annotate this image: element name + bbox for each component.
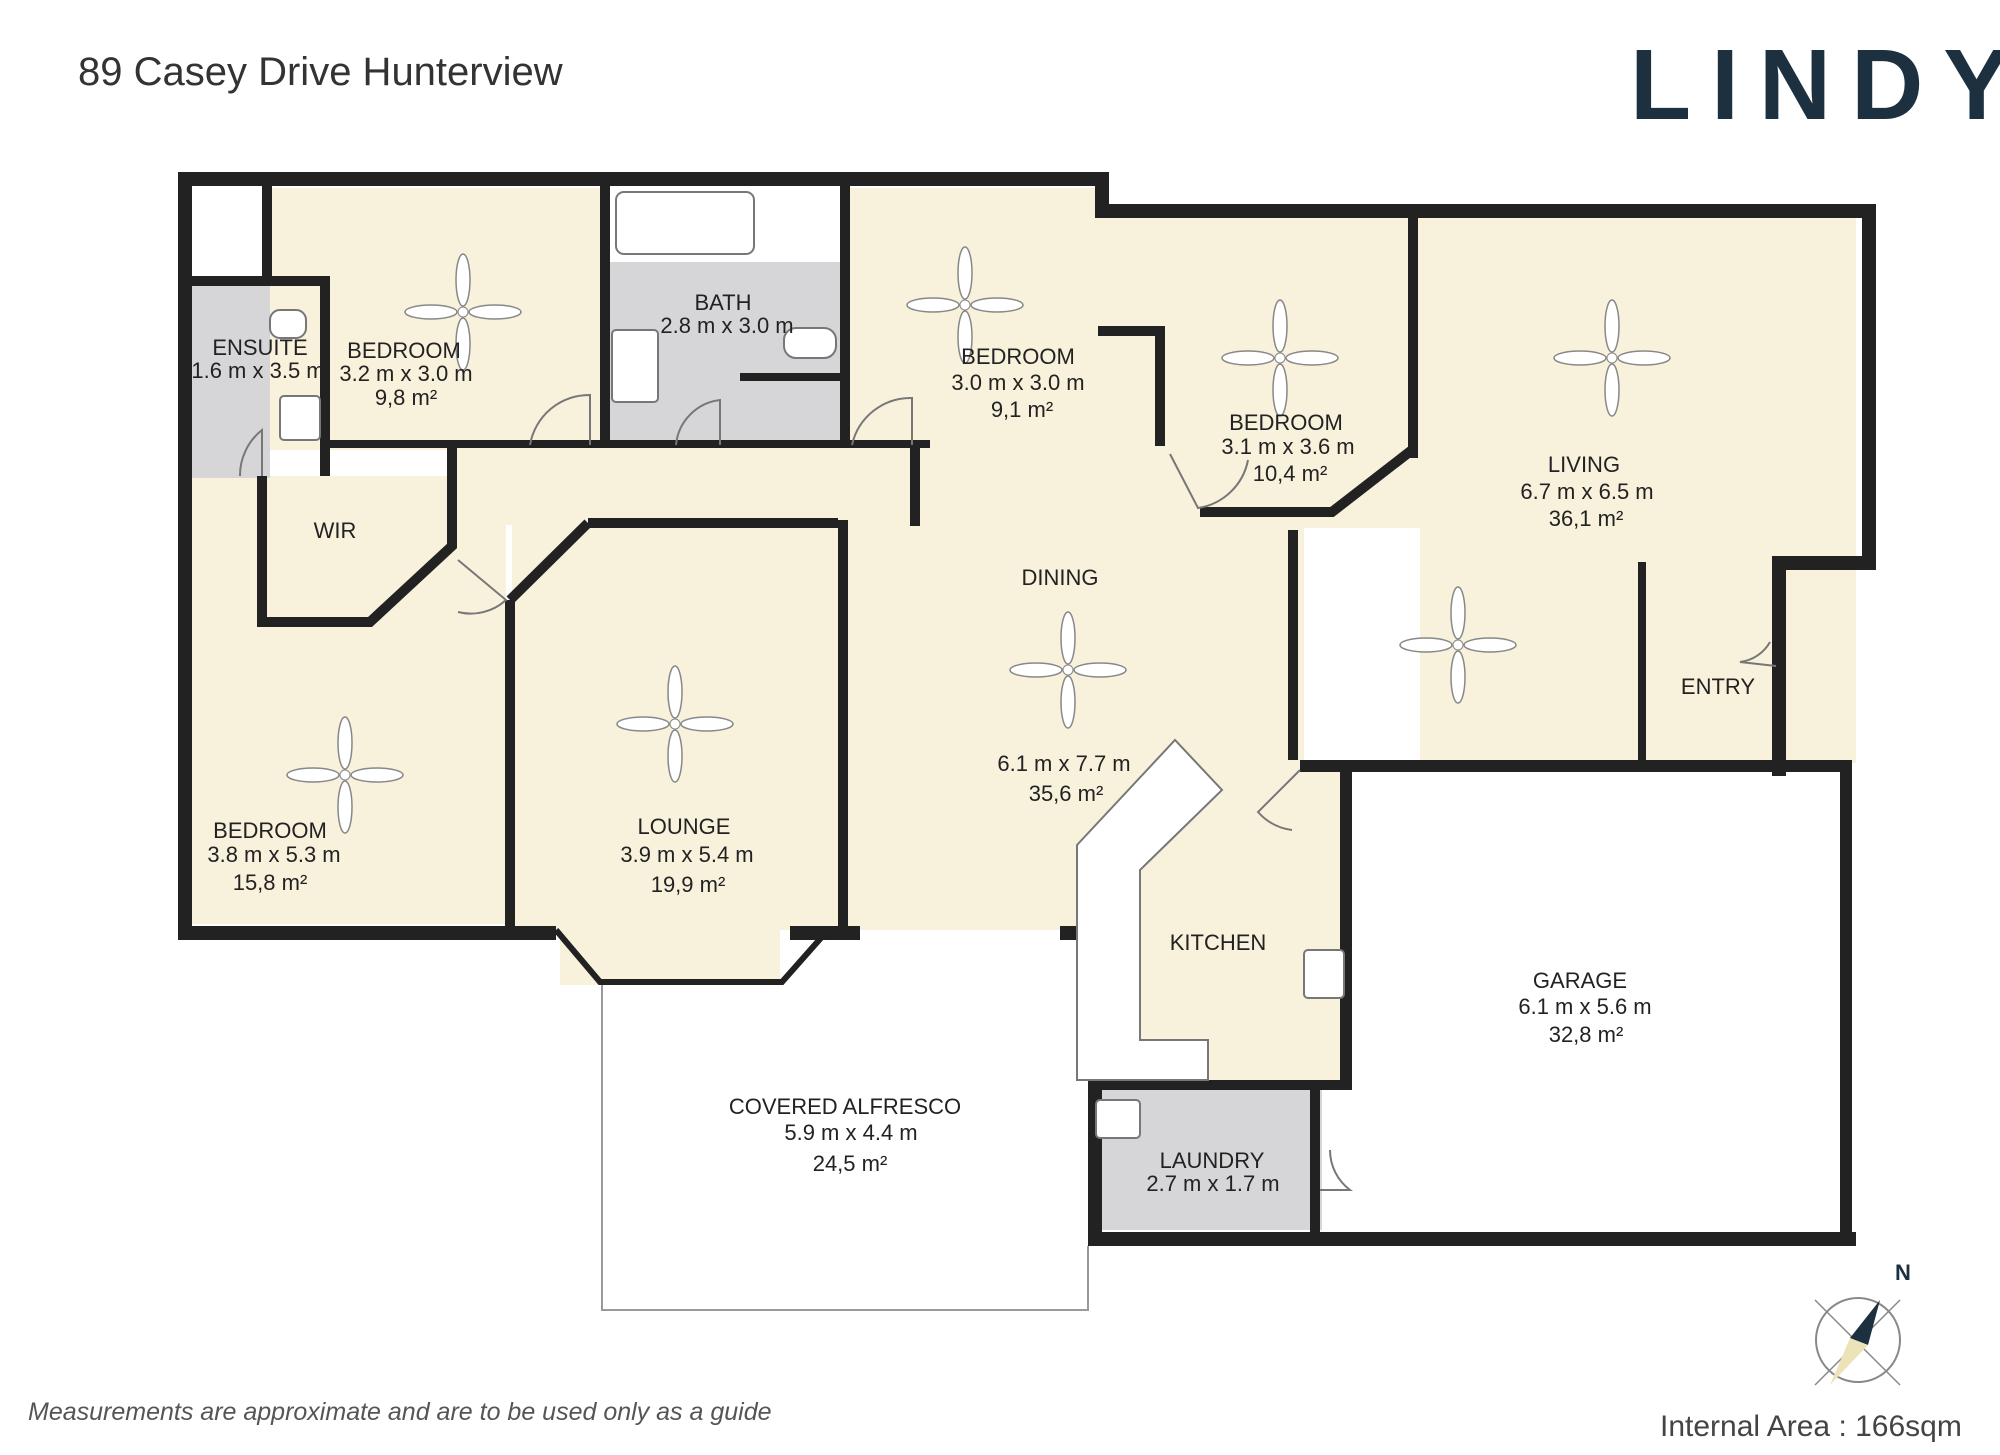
laundry-tub bbox=[1095, 1099, 1141, 1139]
kitchen-island bbox=[1076, 738, 1224, 1081]
living-name: LIVING bbox=[1548, 452, 1620, 477]
floor-garage bbox=[1350, 770, 1840, 1240]
dining-dims: 6.1 m x 7.7 m bbox=[997, 751, 1130, 776]
garage-dims: 6.1 m x 5.6 m bbox=[1518, 994, 1651, 1019]
internal-area: Internal Area : 166sqm bbox=[1660, 1410, 1962, 1443]
bedroom2-dims: 3.2 m x 3.0 m bbox=[339, 361, 472, 386]
lounge-name: LOUNGE bbox=[638, 814, 731, 839]
dining-name: DINING bbox=[1022, 565, 1099, 590]
master-dims: 3.8 m x 5.3 m bbox=[207, 842, 340, 867]
toilet-ensuite bbox=[269, 309, 307, 339]
laundry-dims: 2.7 m x 1.7 m bbox=[1146, 1171, 1279, 1196]
compass-north-label: N bbox=[1895, 1260, 1911, 1285]
bedroom2-area: 9,8 m² bbox=[375, 385, 437, 410]
laundry-name: LAUNDRY bbox=[1160, 1148, 1265, 1173]
bath-dims: 2.8 m x 3.0 m bbox=[660, 313, 793, 338]
fan-icon bbox=[1221, 299, 1339, 417]
bedroom4-dims: 3.1 m x 3.6 m bbox=[1221, 434, 1354, 459]
cooktop bbox=[1303, 949, 1345, 999]
fan-icon bbox=[1399, 586, 1517, 704]
living-dims: 6.7 m x 6.5 m bbox=[1520, 479, 1653, 504]
disclaimer: Measurements are approximate and are to … bbox=[28, 1398, 772, 1426]
fixtures bbox=[269, 191, 1345, 1139]
floor-entry bbox=[1650, 570, 1770, 760]
bedroom3-name: BEDROOM bbox=[961, 344, 1075, 369]
ensuite-dims: 1.6 m x 3.5 m bbox=[191, 358, 324, 383]
lounge-dims: 3.9 m x 5.4 m bbox=[620, 842, 753, 867]
compass: N bbox=[1814, 1260, 1911, 1386]
brand-logo: LINDY bbox=[1630, 29, 2000, 141]
fan-icon bbox=[1009, 611, 1127, 729]
kitchen-name: KITCHEN bbox=[1170, 930, 1267, 955]
floor-bedroom3 bbox=[850, 188, 1100, 450]
master-area: 15,8 m² bbox=[233, 870, 308, 895]
master-name: BEDROOM bbox=[213, 818, 327, 843]
fan-icon bbox=[286, 716, 404, 834]
ensuite-name: ENSUITE bbox=[212, 335, 307, 360]
garage-area: 32,8 m² bbox=[1549, 1022, 1624, 1047]
walls bbox=[178, 172, 1876, 1246]
vanity-ensuite bbox=[279, 395, 321, 441]
living-area: 36,1 m² bbox=[1549, 506, 1624, 531]
fan-icon bbox=[616, 665, 734, 783]
compass-needle-south bbox=[1830, 1338, 1868, 1385]
fan-icon bbox=[1553, 299, 1671, 417]
bedroom2-name: BEDROOM bbox=[347, 338, 461, 363]
bedroom4-area: 10,4 m² bbox=[1253, 461, 1328, 486]
compass-circle bbox=[1815, 1297, 1901, 1383]
bath-name: BATH bbox=[694, 290, 751, 315]
dining-area: 35,6 m² bbox=[1029, 781, 1104, 806]
wir-name: WIR bbox=[314, 518, 357, 543]
garage-name: GARAGE bbox=[1533, 968, 1627, 993]
fan-icon bbox=[906, 246, 1024, 364]
floor-fills bbox=[190, 188, 1856, 1240]
toilet-bath bbox=[783, 327, 837, 359]
page-title: 89 Casey Drive Hunterview bbox=[78, 50, 563, 94]
bedroom3-dims: 3.0 m x 3.0 m bbox=[951, 370, 1084, 395]
compass-needle-north bbox=[1850, 1300, 1880, 1345]
bedroom3-area: 9,1 m² bbox=[991, 397, 1053, 422]
alfresco-outline bbox=[601, 985, 1089, 1311]
alfresco-area: 24,5 m² bbox=[813, 1151, 888, 1176]
entry-name: ENTRY bbox=[1681, 674, 1755, 699]
vanity-bath bbox=[611, 329, 659, 403]
lounge-area: 19,9 m² bbox=[651, 872, 726, 897]
room-labels: ENSUITE 1.6 m x 3.5 m BEDROOM 3.2 m x 3.… bbox=[191, 290, 1755, 1196]
ceiling-fans bbox=[286, 246, 1671, 834]
door-swings bbox=[238, 393, 1777, 1191]
fan-icon bbox=[404, 253, 522, 371]
bedroom4-name: BEDROOM bbox=[1229, 410, 1343, 435]
bathtub bbox=[615, 191, 755, 255]
alfresco-name: COVERED ALFRESCO bbox=[729, 1094, 961, 1119]
alfresco-dims: 5.9 m x 4.4 m bbox=[784, 1120, 917, 1145]
floor-ensuite bbox=[192, 286, 270, 478]
